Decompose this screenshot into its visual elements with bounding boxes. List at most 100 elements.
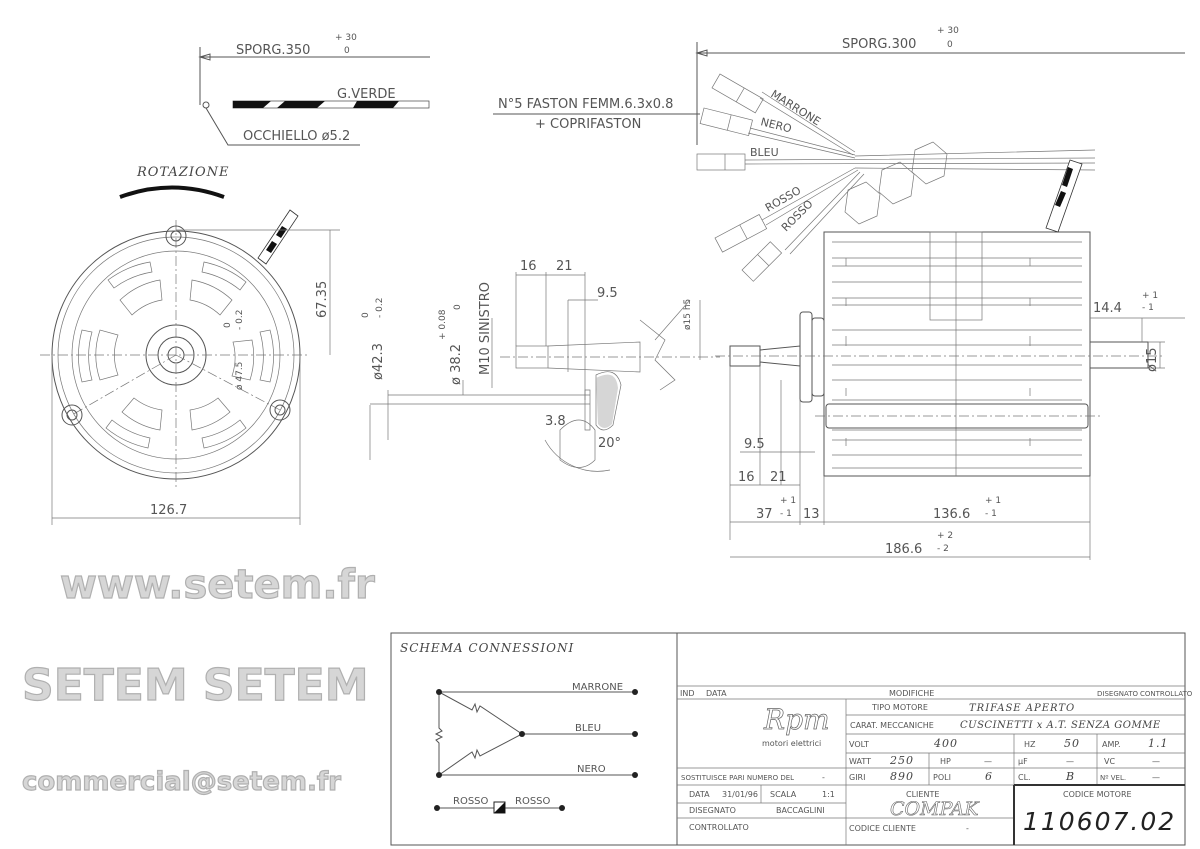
dim-37-tol-dn: - 1 bbox=[780, 509, 792, 519]
spec-hz-label: HZ bbox=[1024, 740, 1036, 749]
ground-sporg-label: SPORG.350 bbox=[236, 43, 310, 58]
faston-sub-label: + COPRIFASTON bbox=[535, 117, 641, 132]
dim-d2-tol-up: 0 bbox=[361, 312, 371, 318]
spec-hp-value: — bbox=[984, 757, 992, 766]
leads-sporg-label: SPORG.300 bbox=[842, 37, 916, 52]
faston-label: N°5 FASTON FEMM.6.3x0.8 bbox=[498, 97, 673, 112]
dim-angle: 20° bbox=[598, 436, 621, 451]
title-block: SCHEMA CONNESSIONI MARRONE BLEU NERO ROS… bbox=[390, 632, 1193, 846]
header-controllato: CONTROLLATO bbox=[1140, 690, 1193, 698]
spec-vc-label: VC bbox=[1104, 757, 1115, 766]
lead-wire bbox=[257, 209, 299, 265]
ground-lead-callout: SPORG.350 + 30 0 G.VERDE OCCHIELLO ø5.2 bbox=[198, 33, 430, 146]
dim-d3: ø 38.2 bbox=[449, 344, 464, 385]
capacitor-icon bbox=[494, 802, 505, 813]
side-view: 14.4 + 1 - 1 ø15 9.5 16 21 37 + 1 - 1 13… bbox=[715, 159, 1185, 560]
brand-logo: Rpm bbox=[763, 703, 830, 736]
carat-label: CARAT. MECCANICHE bbox=[850, 721, 934, 730]
tipo-motore-label: TIPO MOTORE bbox=[871, 703, 928, 712]
leads-sporg-tol-plus: + 30 bbox=[937, 26, 959, 36]
disegnato-value: BACCAGLINI bbox=[776, 806, 825, 815]
faston-connector bbox=[699, 107, 753, 137]
spec-giri-label: GIRI bbox=[849, 773, 865, 782]
spec-hp-label: HP bbox=[940, 757, 951, 766]
spec-poli-value: 6 bbox=[985, 770, 993, 783]
faston-connector bbox=[714, 214, 768, 253]
schema-label-bleu: BLEU bbox=[575, 723, 601, 734]
dim-37: 37 bbox=[756, 507, 773, 522]
spec-giri-value: 890 bbox=[890, 770, 914, 783]
sostituisce-label: SOSTITUISCE PARI NUMERO DEL bbox=[681, 774, 794, 782]
spec-poli-label: POLI bbox=[933, 773, 951, 782]
schema-label-nero: NERO bbox=[577, 764, 606, 775]
header-disegnato: DISEGNATO bbox=[1097, 690, 1139, 698]
wire-label-nero: NERO bbox=[759, 115, 793, 135]
spec-cl-value: B bbox=[1065, 770, 1075, 783]
dim-d2-tol-dn: - 0.2 bbox=[375, 298, 385, 318]
dim-body-tol-up: + 1 bbox=[985, 496, 1001, 506]
dim-rear: 14.4 bbox=[1093, 301, 1122, 316]
leads-callout: SPORG.300 + 30 0 N°5 FASTON FEMM.6.3x0.8… bbox=[493, 26, 1185, 282]
spec-watt-label: WATT bbox=[849, 757, 871, 766]
spec-hz-value: 50 bbox=[1064, 737, 1080, 750]
dim-16: 16 bbox=[520, 259, 537, 274]
spec-vc-value: — bbox=[1152, 757, 1160, 766]
dim-side-21: 21 bbox=[770, 470, 787, 485]
codice-cliente-value: - bbox=[966, 824, 969, 833]
faston-connector bbox=[696, 153, 746, 171]
spec-nvel-value: — bbox=[1152, 773, 1160, 782]
faston-connector bbox=[711, 73, 764, 114]
spec-amp-label: AMP. bbox=[1102, 740, 1121, 749]
dim-body: 136.6 bbox=[933, 507, 970, 522]
mounting-lug bbox=[61, 404, 83, 426]
dim-37-tol-up: + 1 bbox=[780, 496, 796, 506]
dim-d3-tol-up: + 0.08 bbox=[438, 309, 448, 340]
dim-13: 13 bbox=[803, 507, 820, 522]
dim-d1-tol-up: 0 bbox=[223, 322, 233, 328]
spec-watt-value: 250 bbox=[889, 754, 914, 767]
dim-body-tol-dn: - 1 bbox=[985, 509, 997, 519]
cliente-value: COMPAK bbox=[890, 798, 980, 820]
dim-d1: ø 47.5 bbox=[235, 362, 245, 390]
dim-3-8: 3.8 bbox=[545, 414, 566, 429]
dim-total: 186.6 bbox=[885, 542, 922, 557]
rotation-label: ROTAZIONE bbox=[136, 165, 229, 180]
shaft-detail: ø 47.5 0 - 0.2 ø42.3 0 - 0.2 ø 38.2 + 0.… bbox=[223, 259, 720, 472]
data-label: DATA bbox=[689, 790, 710, 799]
dim-thread: M10 SINISTRO bbox=[478, 282, 493, 375]
watermark-brand: SETEM SETEM bbox=[22, 660, 369, 711]
spec-amp-value: 1.1 bbox=[1148, 737, 1169, 750]
header-ind: IND bbox=[680, 689, 695, 698]
dim-rear-tol-up: + 1 bbox=[1142, 291, 1158, 301]
watermark-email: commercial@setem.fr bbox=[22, 767, 341, 797]
watermark-website: www.setem.fr bbox=[60, 562, 375, 608]
mounting-lug bbox=[269, 399, 291, 421]
dim-shaft-diameter: ø15 h5 bbox=[683, 299, 693, 330]
spec-nvel-label: Nº VEL. bbox=[1100, 774, 1126, 782]
dim-rear-tol-dn: - 1 bbox=[1142, 303, 1154, 313]
spec-cl-label: CL. bbox=[1018, 773, 1031, 782]
ground-sporg-tol-plus: + 30 bbox=[335, 33, 357, 43]
dim-d3-tol-dn: 0 bbox=[453, 304, 463, 310]
scala-value: 1:1 bbox=[822, 790, 835, 799]
dim-total-tol-up: + 2 bbox=[937, 531, 953, 541]
dim-rear-shaft: ø15 bbox=[1145, 348, 1160, 373]
schema-title: SCHEMA CONNESSIONI bbox=[400, 641, 574, 655]
cliente-label: CLIENTE bbox=[906, 790, 939, 799]
scala-label: SCALA bbox=[770, 790, 797, 799]
spec-uf-label: µF bbox=[1018, 757, 1028, 766]
disegnato-label: DISEGNATO bbox=[689, 806, 736, 815]
dim-9-5: 9.5 bbox=[597, 286, 618, 301]
ground-wire bbox=[232, 100, 430, 109]
header-modifiche: MODIFICHE bbox=[889, 689, 934, 698]
mounting-lug bbox=[165, 225, 187, 247]
controllato-label: CONTROLLATO bbox=[689, 823, 749, 832]
watermark: www.setem.fr SETEM SETEM commercial@sete… bbox=[21, 561, 375, 797]
eyelet-icon bbox=[202, 101, 210, 109]
ground-wire-label: G.VERDE bbox=[337, 87, 396, 102]
ground-sporg-tol-zero: 0 bbox=[344, 46, 350, 56]
dim-side-9-5: 9.5 bbox=[744, 437, 765, 452]
wire-label-bleu: BLEU bbox=[750, 146, 779, 159]
rotation-arrow-icon bbox=[119, 185, 225, 199]
